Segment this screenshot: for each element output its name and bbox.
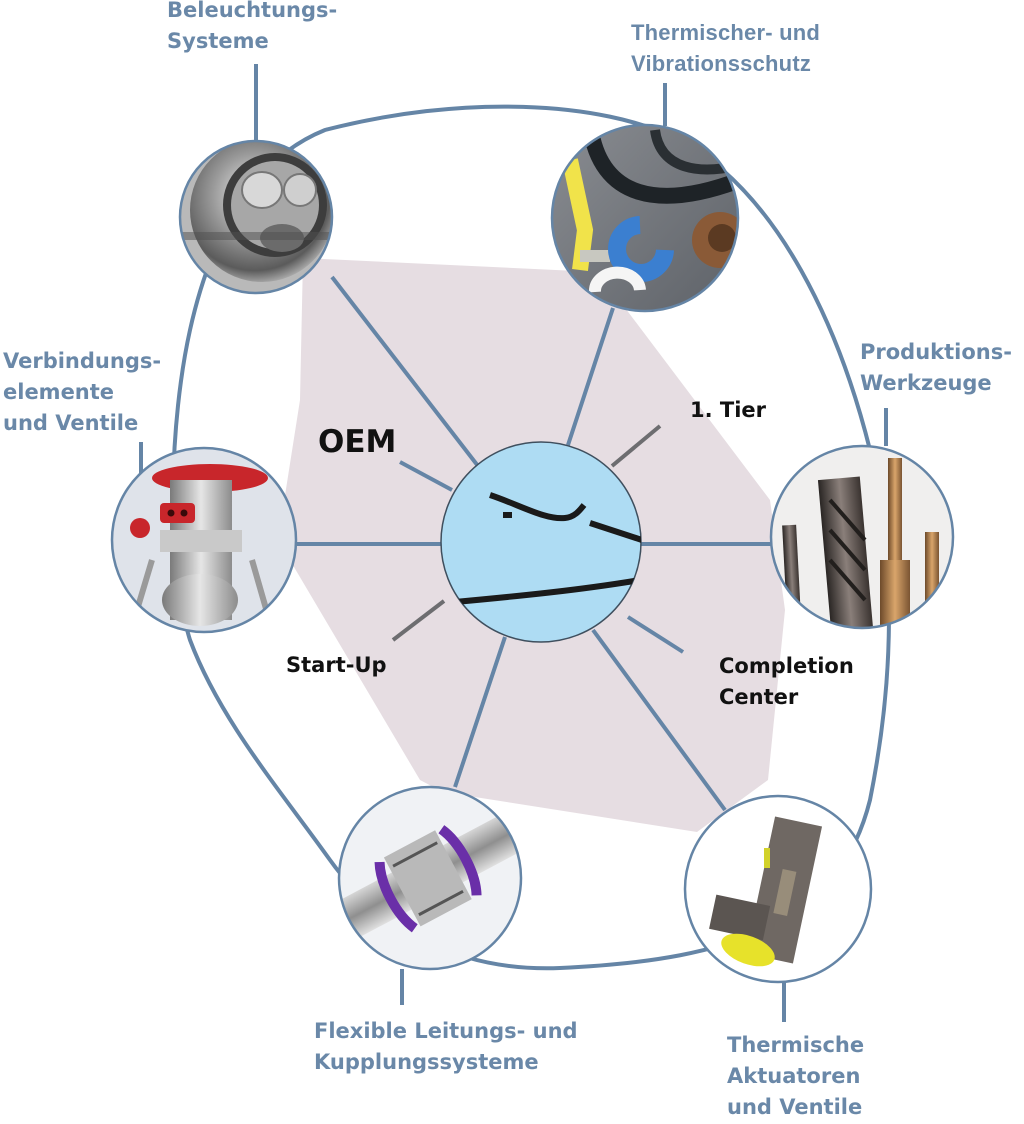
- spoke-thermal: [566, 307, 615, 446]
- spoke-couplings: [453, 636, 507, 788]
- category-label-line: und Ventile: [727, 1095, 863, 1119]
- category-label-line: Thermischer- und: [631, 20, 821, 45]
- spoke-lighting: [330, 275, 480, 468]
- pointer-oem: [399, 460, 453, 492]
- category-label-line: Werkzeuge: [860, 371, 992, 395]
- category-label-lighting: Beleuchtungs- Systeme: [167, 0, 337, 57]
- category-label-line: Thermische: [727, 1033, 865, 1057]
- category-label-line: Verbindungs-: [3, 349, 162, 373]
- category-label-line: Systeme: [167, 29, 269, 53]
- segment-label-oem: OEM: [318, 424, 397, 460]
- category-label-line: Produktions-: [860, 340, 1012, 364]
- segment-label-line: Center: [719, 685, 799, 709]
- category-label-line: Vibrationsschutz: [631, 51, 812, 76]
- category-label-line: Beleuchtungs-: [167, 0, 338, 22]
- category-label-line: elemente: [3, 380, 115, 404]
- category-image-actuators[interactable]: [683, 794, 875, 985]
- category-image-connectors[interactable]: [110, 445, 300, 640]
- segment-label-tier1: 1. Tier: [690, 398, 767, 422]
- category-image-lighting[interactable]: [170, 130, 350, 310]
- category-label-line: Aktuatoren: [727, 1064, 861, 1088]
- category-image-tools[interactable]: [769, 444, 955, 640]
- category-label-couplings: Flexible Leitungs- und Kupplungssysteme: [314, 1016, 578, 1078]
- category-label-line: Kupplungssysteme: [314, 1050, 539, 1074]
- pointer-completion: [626, 615, 685, 654]
- category-label-line: und Ventile: [3, 411, 139, 435]
- category-label-connectors: Verbindungs- elemente und Ventile: [3, 346, 161, 439]
- pointer-startup: [391, 599, 446, 642]
- category-image-couplings[interactable]: [314, 785, 563, 975]
- segment-label-line: Completion: [719, 654, 854, 678]
- segment-pointers: [391, 424, 685, 654]
- segment-label-startup: Start-Up: [286, 653, 387, 677]
- segment-label-completion: Completion Center: [719, 651, 854, 713]
- center-hub: [440, 441, 642, 643]
- category-label-tools: Produktions- Werkzeuge: [860, 337, 1012, 399]
- aircraft-silhouette-icon: [454, 492, 641, 605]
- pointer-tier1: [610, 424, 662, 468]
- category-label-line: Flexible Leitungs- und: [314, 1019, 578, 1043]
- category-label-actuators: Thermische Aktuatoren und Ventile: [727, 1030, 864, 1123]
- category-label-thermal: Thermischer- und Vibrationsschutz: [631, 17, 820, 79]
- spokes: [296, 275, 772, 812]
- spoke-actuators: [591, 628, 727, 812]
